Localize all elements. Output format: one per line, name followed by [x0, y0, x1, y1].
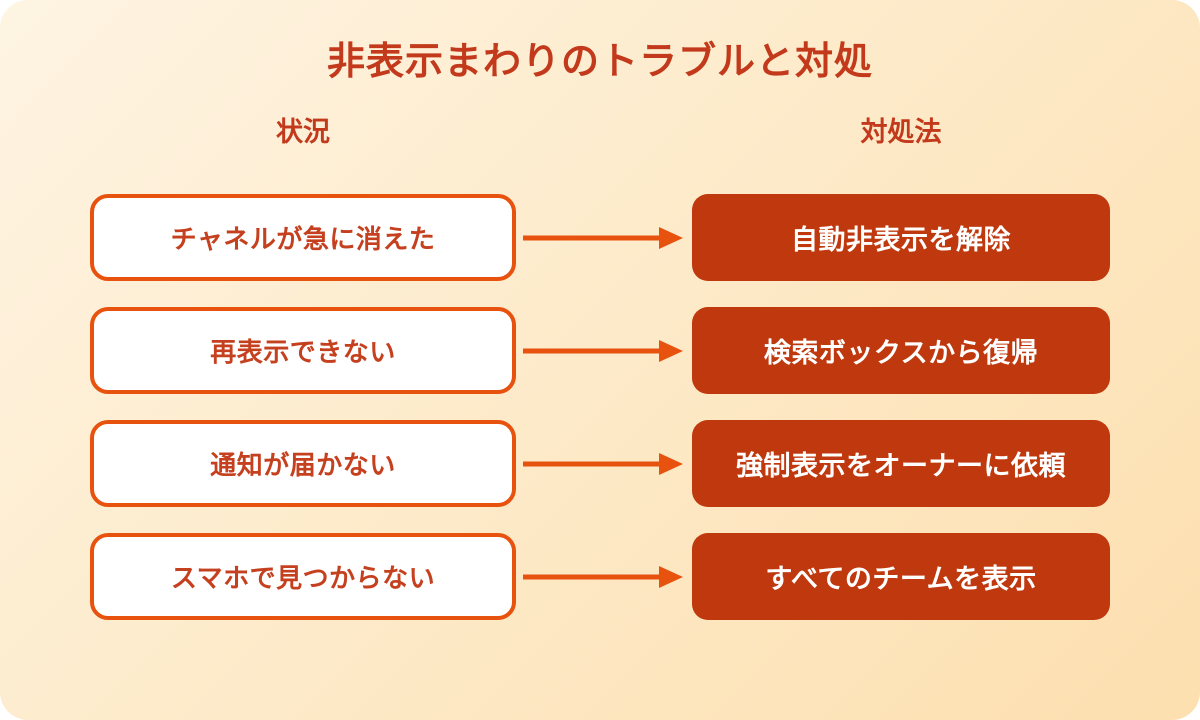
- mapping-row: チャネルが急に消えた 自動非表示を解除: [0, 194, 1200, 281]
- situation-box: 再表示できない: [90, 307, 516, 394]
- column-header-situation: 状況: [276, 117, 330, 147]
- situation-box: 通知が届かない: [90, 420, 516, 507]
- remedy-box: 強制表示をオーナーに依頼: [692, 420, 1110, 507]
- mapping-row: 通知が届かない 強制表示をオーナーに依頼: [0, 420, 1200, 507]
- column-header-remedy: 対処法: [860, 117, 942, 147]
- page-title: 非表示まわりのトラブルと対処: [326, 41, 873, 83]
- arrow-right-icon: [523, 339, 683, 362]
- situation-box: チャネルが急に消えた: [90, 194, 516, 281]
- mapping-row: 再表示できない 検索ボックスから復帰: [0, 307, 1200, 394]
- arrow-right-icon: [523, 452, 683, 475]
- remedy-box: すべてのチームを表示: [692, 533, 1110, 620]
- remedy-box: 自動非表示を解除: [692, 194, 1110, 281]
- mapping-row: スマホで見つからない すべてのチームを表示: [0, 533, 1200, 620]
- arrow-right-icon: [523, 565, 683, 588]
- situation-box: スマホで見つからない: [90, 533, 516, 620]
- arrow-right-icon: [523, 226, 683, 249]
- remedy-box: 検索ボックスから復帰: [692, 307, 1110, 394]
